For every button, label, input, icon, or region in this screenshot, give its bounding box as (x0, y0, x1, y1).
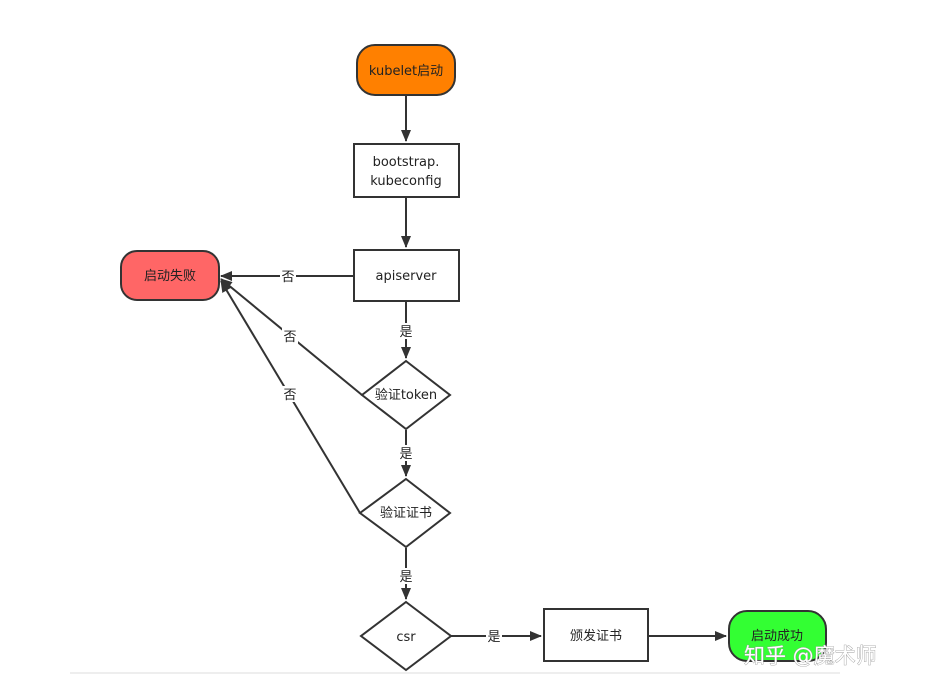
edge-labels: 否 否 否 是 是 是 是 (280, 268, 502, 645)
node-start-success-label: 启动成功 (751, 629, 803, 644)
node-verify-token: 验证token (360, 359, 452, 431)
node-start-failed-label: 启动失败 (144, 269, 196, 284)
watermark-text: 知乎 @魔术师 (744, 644, 877, 668)
edge-label-cert-fail: 否 (283, 388, 296, 403)
node-verify-cert-label: 验证证书 (380, 505, 432, 521)
edge-label-csr-issue: 是 (487, 630, 500, 645)
node-issue-cert-label: 颁发证书 (570, 628, 622, 644)
edge-label-token-cert: 是 (399, 447, 412, 462)
node-csr: csr (359, 600, 453, 672)
node-apiserver-shape (353, 249, 460, 302)
node-bootstrap-label-line2: kubeconfig (370, 174, 441, 189)
node-start-failed: 启动失败 (120, 250, 220, 301)
node-apiserver: apiserver (353, 249, 460, 302)
node-kubelet-start-label: kubelet启动 (369, 64, 443, 79)
node-csr-shape (359, 600, 453, 672)
node-bootstrap-shape (353, 143, 460, 198)
node-csr-label: csr (396, 630, 416, 645)
node-kubelet-start: kubelet启动 (356, 44, 456, 96)
node-verify-cert-shape (358, 477, 452, 549)
node-start-success-shape (728, 610, 827, 662)
node-start-success: 启动成功 (728, 610, 827, 662)
node-verify-token-label: 验证token (375, 387, 437, 403)
node-start-failed-shape (120, 250, 220, 301)
node-verify-token-shape (360, 359, 452, 431)
node-bootstrap-label-line1: bootstrap. (373, 155, 440, 170)
edge-label-cert-csr: 是 (399, 570, 412, 585)
edge-label-token-fail: 否 (283, 330, 296, 345)
node-issue-cert-shape (543, 608, 649, 662)
node-bootstrap-kubeconfig: bootstrap. kubeconfig (353, 143, 460, 198)
edges (220, 96, 727, 641)
edge-label-apiserver-token: 是 (399, 325, 412, 340)
node-verify-cert: 验证证书 (358, 477, 452, 549)
edge-label-apiserver-fail: 否 (281, 270, 294, 285)
node-kubelet-start-shape (356, 44, 456, 96)
node-apiserver-label: apiserver (376, 269, 438, 284)
node-issue-cert: 颁发证书 (543, 608, 649, 662)
